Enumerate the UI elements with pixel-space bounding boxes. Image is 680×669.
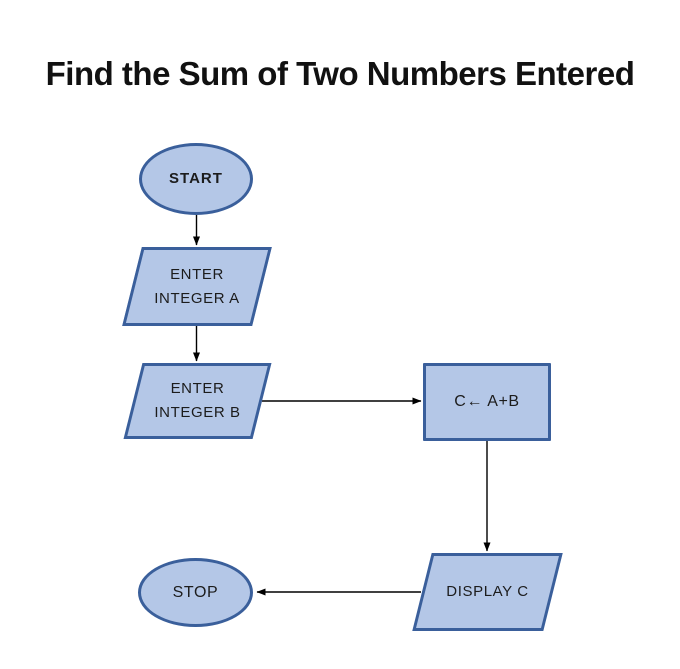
input-integer-a-node: ENTER INTEGER A [122, 247, 272, 326]
output-label: DISPLAY C [446, 583, 529, 600]
input-a-label-line1: ENTER [170, 265, 224, 283]
terminator-ellipse [139, 143, 253, 215]
input-b-label: ENTER INTEGER B [154, 377, 240, 425]
diagram-title: Find the Sum of Two Numbers Entered [45, 55, 635, 92]
stop-label: STOP [172, 583, 219, 601]
start-label: START [169, 170, 223, 187]
input-b-label-line1: ENTER [170, 380, 225, 397]
process-rectangle [423, 363, 551, 441]
start-terminator-node: START [139, 143, 253, 215]
input-b-label-line2: INTEGER B [154, 404, 241, 421]
input-integer-b-node: ENTER INTEGER B [123, 363, 272, 439]
input-a-label-line2: INTEGER A [154, 289, 240, 307]
terminator-ellipse [138, 558, 253, 627]
process-sum-node: C← A+B [423, 363, 551, 441]
output-display-c-node: DISPLAY C [412, 553, 563, 631]
process-label: C← A+B [454, 393, 520, 411]
input-a-label: ENTER INTEGER A [154, 263, 239, 311]
stop-terminator-node: STOP [138, 558, 253, 627]
